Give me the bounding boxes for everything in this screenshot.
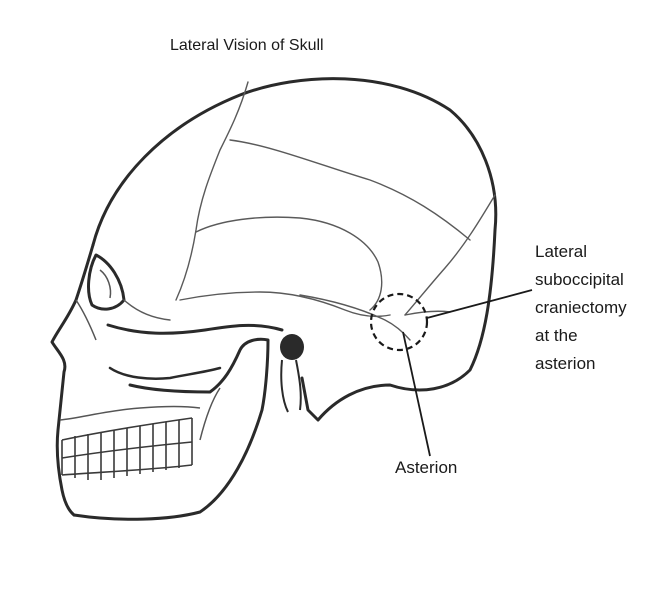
sutures (124, 82, 495, 340)
callout-line: Lateral (535, 238, 627, 266)
callout-line: craniectomy (535, 294, 627, 322)
zygoma-lower (110, 368, 220, 379)
ear-canal (280, 334, 304, 360)
diagram-title: Lateral Vision of Skull (170, 32, 324, 59)
styloid-process (281, 360, 301, 412)
zygomatic-arch (108, 325, 282, 333)
asterion-leader-line (403, 332, 430, 456)
cranium-outline (93, 79, 496, 420)
craniectomy-leader-line (427, 290, 532, 318)
mandible-outline (74, 339, 268, 519)
teeth (62, 418, 192, 480)
asterion-label: Asterion (395, 454, 457, 481)
callout-line: asterion (535, 350, 627, 378)
craniectomy-site-marker (371, 294, 427, 350)
orbit-outline (89, 255, 124, 309)
ramus-line (200, 388, 220, 440)
callout-line: suboccipital (535, 266, 627, 294)
maxilla-line (60, 407, 200, 421)
callout-line: at the (535, 322, 627, 350)
craniectomy-callout: Lateral suboccipital craniectomy at the … (535, 238, 627, 378)
orbit-inner (100, 270, 111, 298)
